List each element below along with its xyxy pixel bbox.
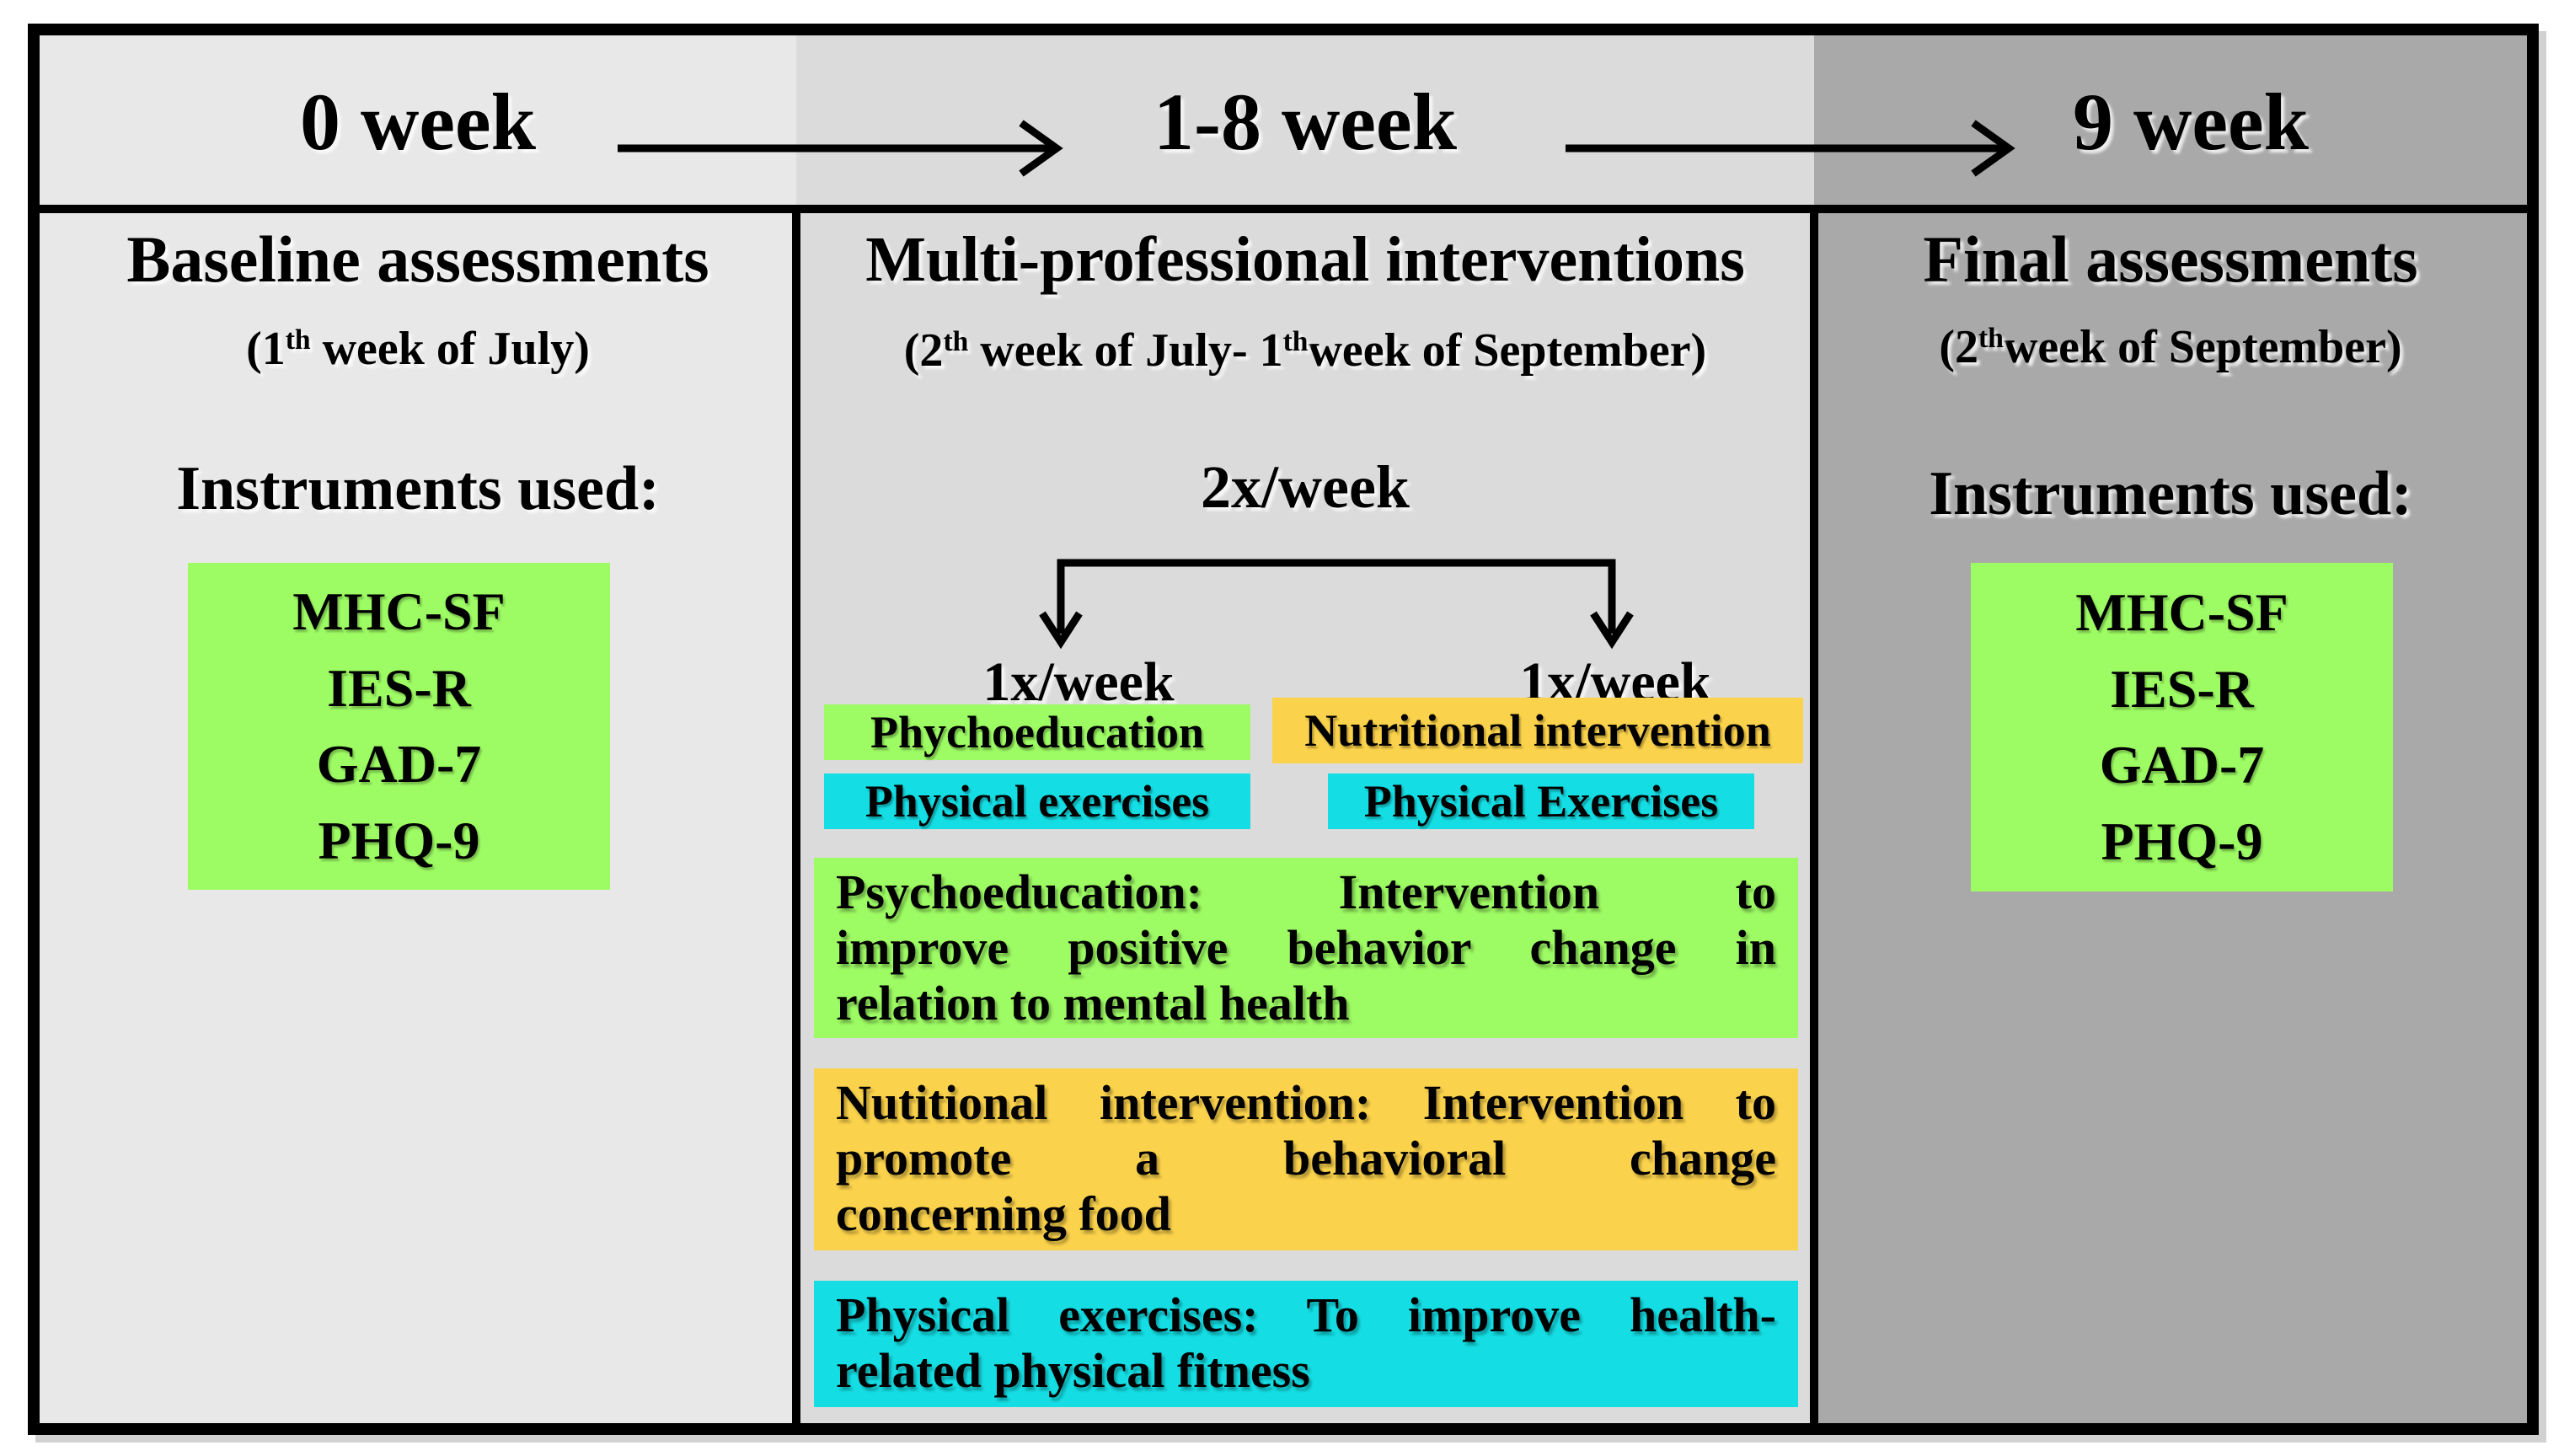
physical-exercises-right-label: Physical Exercises (1328, 774, 1754, 829)
frequency-total-label: 2x/week (1201, 453, 1410, 521)
nutritional-highlight-label: Nutritional intervention (1272, 698, 1803, 763)
description-line: Psychoeducation: Intervention to (836, 864, 1776, 919)
psychoeducation-highlight-label: Phychoeducation (824, 704, 1250, 760)
nutritional-description-box: Nutitional intervention: Intervention to… (814, 1068, 1798, 1250)
description-line: concerning food (836, 1186, 1171, 1241)
description-line: Nutitional intervention: Intervention to (836, 1075, 1776, 1130)
description-line: related physical fitness (836, 1343, 1310, 1398)
instrument-item: MHC-SF (2075, 581, 2288, 642)
physical-exercises-left-label: Physical exercises (824, 774, 1250, 829)
instrument-item: IES-R (327, 657, 471, 718)
final-instruments-heading: Instruments used: (1929, 459, 2412, 528)
final-title: Final assessments (1923, 222, 2418, 296)
instrument-item: IES-R (2110, 658, 2254, 719)
physical-description-box: Physical exercises: To improve health-re… (814, 1281, 1798, 1407)
baseline-instruments-heading: Instruments used: (176, 454, 660, 523)
baseline-title: Baseline assessments (126, 222, 709, 296)
description-line: relation to mental health (836, 976, 1350, 1030)
header-cell-week0 (40, 35, 796, 205)
timeline-arrow-week1-8-to-week9 (1566, 120, 2015, 177)
header-cell-week9 (1814, 35, 2527, 205)
description-line: Physical exercises: To improve health- (836, 1287, 1776, 1342)
instrument-item: PHQ-9 (318, 810, 480, 870)
column-divider-left (792, 213, 800, 1423)
frequency-split-bracket-arrows (1039, 559, 1634, 650)
header-bottom-rule (40, 205, 2527, 213)
column-divider-right (1810, 213, 1818, 1423)
interventions-subtitle: (2th week of July- 1thweek of September) (903, 324, 1707, 377)
instrument-item: GAD-7 (2099, 735, 2265, 795)
instrument-item: MHC-SF (292, 581, 506, 642)
baseline-subtitle: (1th week of July) (246, 323, 590, 375)
timeline-arrow-week0-to-week1-8 (618, 120, 1063, 177)
week1-8-header-label: 1-8 week (1154, 77, 1457, 167)
week9-header-label: 9 week (2073, 77, 2309, 167)
diagram-outer-frame (28, 24, 2539, 1435)
description-line: improve positive behavior change in (836, 920, 1776, 975)
instrument-item: PHQ-9 (2101, 811, 2263, 872)
final-subtitle: (2thweek of September) (1939, 321, 2402, 373)
description-line: promote a behavioral change (836, 1131, 1776, 1186)
instrument-item: GAD-7 (316, 734, 482, 795)
frequency-left-label: 1x/week (982, 651, 1175, 713)
header-cell-week1-8 (796, 35, 1814, 205)
week0-header-label: 0 week (300, 77, 536, 167)
interventions-title: Multi-professional interventions (865, 224, 1745, 295)
